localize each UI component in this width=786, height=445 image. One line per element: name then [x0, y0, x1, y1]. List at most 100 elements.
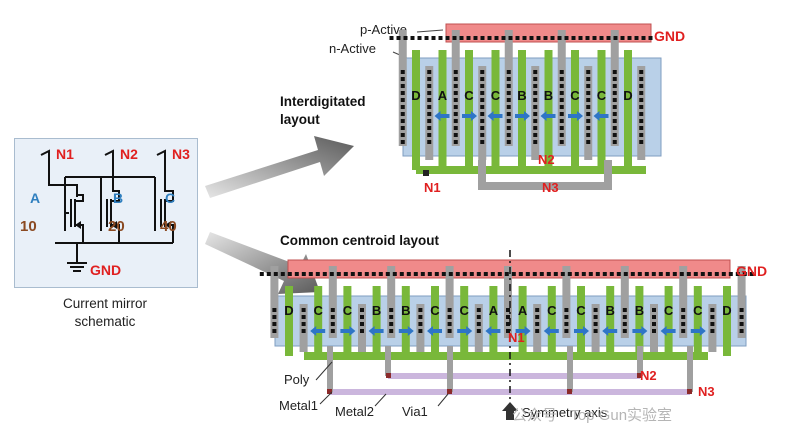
schematic-label-c: C	[165, 190, 176, 206]
id-strip-contact	[620, 36, 625, 40]
cc-contact	[564, 329, 569, 333]
cc-current-arrow	[368, 326, 384, 336]
cc-current-arrow	[515, 326, 531, 336]
cc-contact	[681, 315, 686, 319]
cc-contact	[593, 315, 598, 319]
id-strip-contact	[515, 36, 520, 40]
cc-strip-contact	[315, 272, 320, 276]
cc-strip-contact	[413, 272, 418, 276]
cc-contact	[622, 329, 627, 333]
id-strip-contact	[627, 36, 632, 40]
legend-metal2: Metal2	[335, 404, 375, 419]
cc-strip-contact	[616, 272, 621, 276]
cc-contact	[272, 308, 277, 312]
cc-metal1-column	[591, 304, 600, 352]
id-gnd-label: GND	[654, 28, 686, 44]
cc-contact	[418, 329, 423, 333]
id-contact	[612, 105, 617, 109]
id-finger-label: C	[570, 88, 580, 103]
id-contact	[453, 84, 458, 88]
id-strip-contact	[501, 36, 506, 40]
cc-node-n3: N3	[698, 384, 715, 399]
id-contact	[559, 112, 564, 116]
cc-strip-contact	[511, 272, 516, 276]
schematic-label-b: B	[113, 190, 124, 206]
id-poly-finger	[465, 50, 473, 170]
cc-contact	[389, 322, 394, 326]
id-contact	[453, 91, 458, 95]
id-strip-contact	[571, 36, 576, 40]
cc-strip-contact	[287, 272, 292, 276]
cc-strip-contact	[504, 272, 509, 276]
schematic-label-a: A	[30, 190, 41, 206]
cc-strip-contact	[280, 272, 285, 276]
id-finger-label: C	[491, 88, 501, 103]
id-current-arrow	[593, 111, 609, 121]
cc-strip-contact	[392, 272, 397, 276]
cc-strip-contact	[371, 272, 376, 276]
id-contact	[400, 98, 405, 102]
cc-finger-label: C	[576, 303, 586, 318]
cc-strip-contact	[273, 272, 278, 276]
id-contact	[400, 70, 405, 74]
cc-node-n1: N1	[508, 330, 525, 345]
cc-metal1-column	[620, 266, 629, 338]
id-strip-contact	[508, 36, 513, 40]
cc-contact	[301, 308, 306, 312]
id-poly-bottom	[416, 166, 646, 174]
cc-poly-finger	[577, 286, 585, 356]
id-contact	[453, 98, 458, 102]
id-contact	[453, 105, 458, 109]
id-current-arrow	[540, 111, 556, 121]
cc-strip-contact	[651, 272, 656, 276]
id-contact	[612, 91, 617, 95]
id-contact	[506, 140, 511, 144]
id-metal-n3	[478, 160, 612, 190]
cc-contact	[418, 315, 423, 319]
cc-contact	[710, 315, 715, 319]
id-contact	[612, 84, 617, 88]
cc-contact	[593, 322, 598, 326]
cc-contact	[330, 315, 335, 319]
id-poly-finger	[518, 50, 526, 170]
cc-contact	[330, 308, 335, 312]
id-strip-contact	[473, 36, 478, 40]
cc-contact	[476, 329, 481, 333]
cc-finger-label: C	[547, 303, 557, 318]
id-contact	[533, 84, 538, 88]
cc-contact	[330, 322, 335, 326]
cc-contact	[652, 329, 656, 333]
id-contact	[639, 98, 644, 102]
id-current-arrow	[515, 111, 530, 121]
id-contact	[559, 105, 564, 109]
id-contact	[480, 119, 485, 123]
cc-current-arrow	[398, 326, 414, 336]
cc-contact	[330, 329, 335, 333]
cc-current-arrow	[310, 326, 326, 336]
cc-contact	[447, 329, 452, 333]
cc-finger-label: B	[401, 303, 410, 318]
cc-gnd-label: GND	[736, 263, 768, 279]
cc-poly-finger	[343, 286, 352, 356]
cc-metal1-column	[533, 304, 542, 352]
cc-strip-contact	[721, 272, 726, 276]
id-poly-finger	[544, 50, 553, 170]
cc-contact	[360, 329, 364, 333]
cc-finger-label: A	[489, 303, 499, 318]
id-poly-finger	[624, 50, 632, 170]
id-contact	[427, 126, 432, 130]
cc-metal1-column	[737, 266, 746, 338]
cc-current-arrow	[574, 326, 589, 336]
cc-contact	[739, 308, 744, 312]
cc-poly-finger	[460, 286, 469, 356]
id-contact	[612, 140, 617, 144]
cc-current-arrow	[543, 326, 559, 336]
id-contact	[427, 91, 432, 95]
id-contact	[400, 112, 405, 116]
cc-strip-contact	[266, 272, 271, 276]
id-strip-contact	[641, 36, 646, 40]
cc-strip-contact	[749, 272, 754, 276]
cc-poly-finger	[547, 286, 556, 356]
cc-strip-contact	[301, 272, 306, 276]
